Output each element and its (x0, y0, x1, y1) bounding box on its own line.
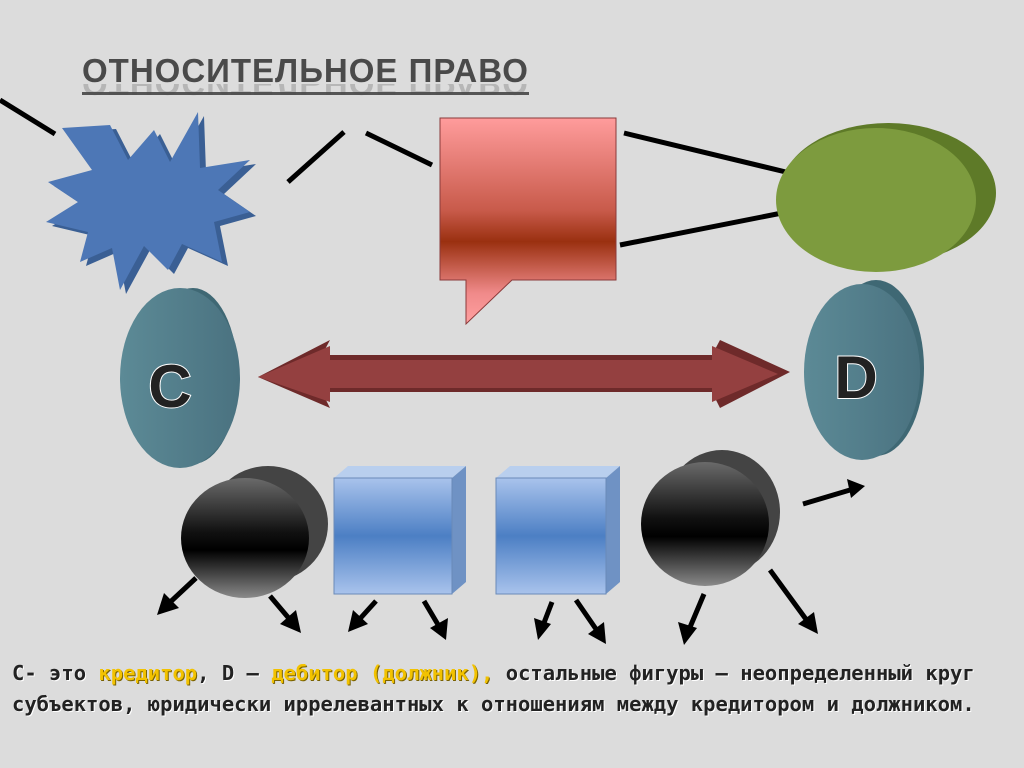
callout-shape (439, 117, 617, 326)
debtor-circle: D (804, 280, 924, 460)
arrow-2 (268, 594, 301, 633)
arrow-6 (573, 598, 606, 644)
star-shape (46, 112, 256, 294)
arrow-3 (348, 599, 378, 632)
line-star-right (286, 130, 346, 184)
debtor-letter: D (834, 344, 877, 411)
arrow-1 (157, 576, 198, 615)
arrow-8 (767, 568, 818, 634)
small-arrows (157, 479, 865, 645)
line-to-callout (364, 130, 434, 168)
arrow-9 (802, 479, 865, 507)
connector-lines (0, 97, 791, 248)
creditor-letter: C (148, 353, 191, 420)
green-ellipse (776, 123, 996, 272)
caption-part2: , D – (197, 661, 272, 685)
double-arrow (258, 340, 790, 408)
caption-part1: С- это (12, 661, 99, 685)
caption-text: С- это кредитор, D – дебитор (должник), … (12, 658, 1012, 720)
arrow-5 (534, 601, 555, 640)
line-callout-ellipse-bottom (619, 210, 783, 248)
line-callout-ellipse-top (623, 130, 791, 176)
slide-title: ОТНОСИТЕЛЬНОЕ ПРАВО (82, 52, 529, 95)
arrow-4 (421, 599, 448, 640)
blue-cube-2 (495, 466, 620, 595)
caption-creditor: кредитор (98, 661, 198, 685)
caption-debtor: дебитор (должник), (271, 661, 494, 685)
caption-part3: остальные фигуры – неопределенный круг с… (12, 661, 975, 716)
black-sphere-right (641, 450, 780, 586)
arrow-7 (678, 593, 707, 645)
line-star-left (0, 97, 57, 137)
blue-cube-1 (333, 466, 466, 595)
creditor-circle: C (120, 288, 240, 468)
black-sphere-left (181, 466, 328, 598)
